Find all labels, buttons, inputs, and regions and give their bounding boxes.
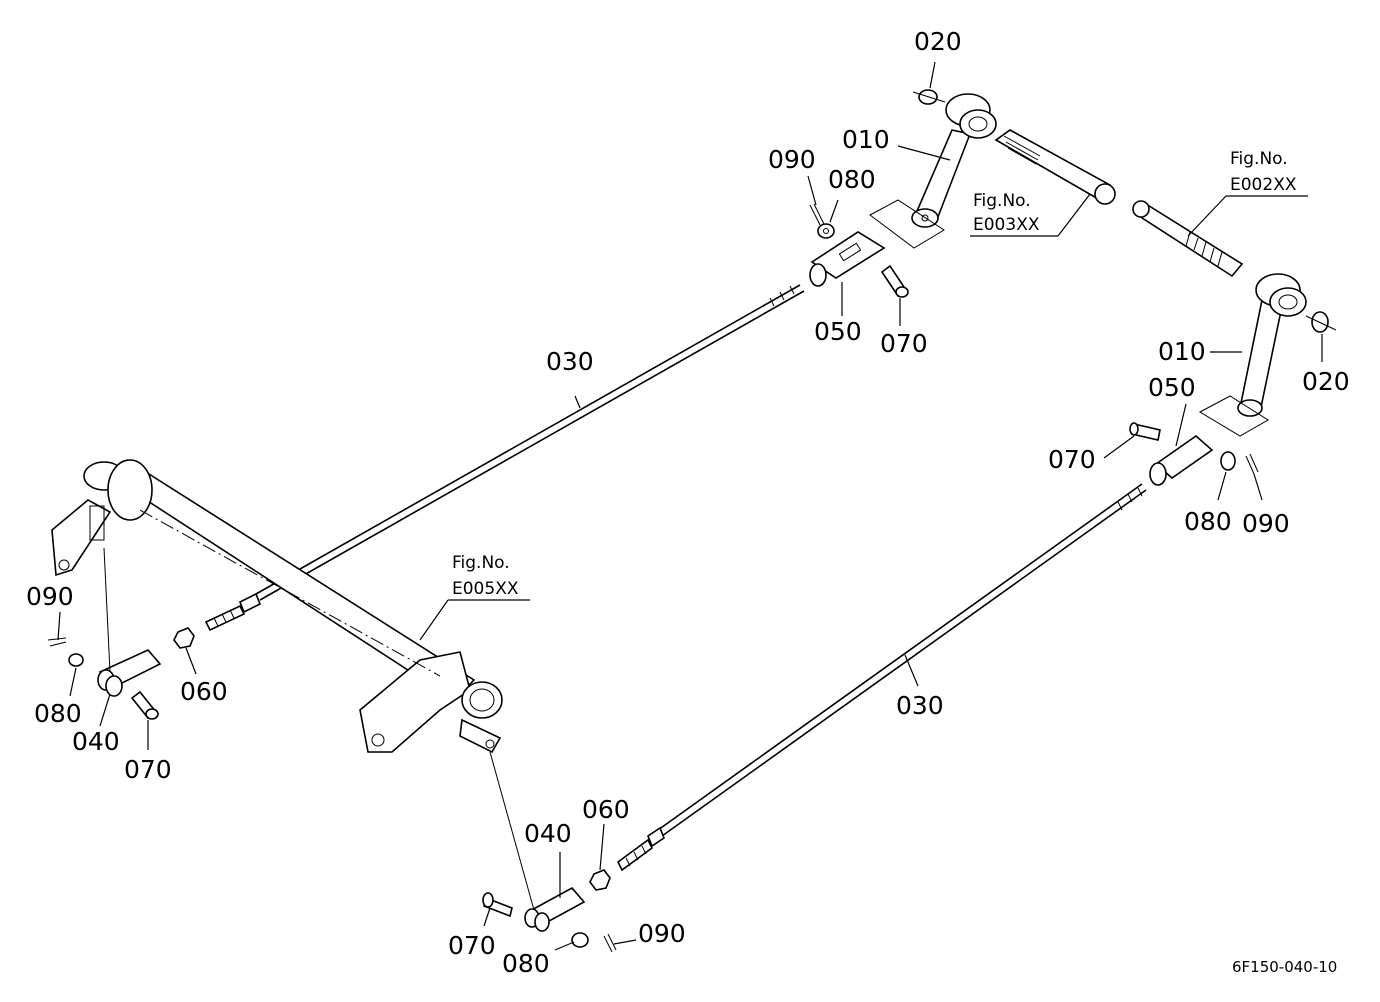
clevis-040-bottom <box>489 751 586 932</box>
figref-e005xx-title: Fig.No. <box>452 553 510 573</box>
label-030-upper: 030 <box>546 347 594 376</box>
label-080-left: 080 <box>34 699 82 728</box>
cotter-pin-090-right <box>1245 453 1259 475</box>
label-050-top: 050 <box>814 317 862 346</box>
label-010-top: 010 <box>842 125 890 154</box>
clevis-040-left <box>97 547 162 697</box>
nut-060-bottom <box>589 869 611 891</box>
nut-060-left <box>173 627 195 649</box>
pin-070-left <box>130 690 159 720</box>
figref-e005xx-code: E005XX <box>452 579 519 599</box>
rod-030-upper <box>204 284 805 632</box>
figref-e002xx-title: Fig.No. <box>1230 149 1288 169</box>
cotter-pin-090-left <box>47 637 67 647</box>
label-080-right: 080 <box>1184 507 1232 536</box>
label-040-bottom: 040 <box>524 819 572 848</box>
figref-e005xx: Fig.No. E005XX <box>419 553 530 641</box>
label-040-left: 040 <box>72 727 120 756</box>
washer-080-bottom <box>571 932 589 948</box>
lever-010-right <box>1237 273 1307 417</box>
pin-070-bottom <box>482 892 513 918</box>
label-070-top: 070 <box>880 329 928 358</box>
label-090-top: 090 <box>768 145 816 174</box>
figref-e002xx: Fig.No. E002XX <box>1187 149 1308 237</box>
washer-080-top <box>817 223 835 239</box>
label-070-bottom: 070 <box>448 931 496 960</box>
shaft-e003xx <box>994 129 1116 205</box>
label-030-lower: 030 <box>896 691 944 720</box>
label-020-top: 020 <box>914 27 962 56</box>
shaft-e002xx <box>1132 200 1244 278</box>
figref-e002xx-code: E002XX <box>1230 175 1297 195</box>
label-090-bottom: 090 <box>638 919 686 948</box>
label-010-right: 010 <box>1158 337 1206 366</box>
rod-030-lower <box>616 483 1147 872</box>
leader-lines <box>57 61 1323 951</box>
label-090-right: 090 <box>1242 509 1290 538</box>
snap-ring-020-right <box>1305 311 1337 333</box>
plate-right <box>1198 395 1269 437</box>
label-050-right: 050 <box>1148 373 1196 402</box>
lever-010-top <box>911 93 997 228</box>
clevis-050-right <box>1149 434 1214 486</box>
part-labels: 020 010 090 080 050 070 030 010 020 050 … <box>26 27 1350 978</box>
cross-shaft-e005xx <box>51 459 503 754</box>
clevis-050-top <box>809 231 886 287</box>
washer-080-left <box>68 653 84 667</box>
figref-e003xx-code: E003XX <box>973 215 1040 235</box>
label-020-right: 020 <box>1302 367 1350 396</box>
plate-top <box>869 199 945 249</box>
label-070-left: 070 <box>124 755 172 784</box>
cotter-pin-090-bottom <box>603 933 617 953</box>
label-080-bottom: 080 <box>502 949 550 978</box>
cotter-pin-090-top <box>809 203 825 226</box>
label-080-top: 080 <box>828 165 876 194</box>
pin-070-top <box>880 264 909 298</box>
washer-080-right <box>1220 451 1236 471</box>
pin-070-right <box>1129 422 1161 441</box>
figref-e003xx: Fig.No. E003XX <box>970 191 1091 237</box>
label-070-right: 070 <box>1048 445 1096 474</box>
figref-e003xx-title: Fig.No. <box>973 191 1031 211</box>
label-090-left: 090 <box>26 582 74 611</box>
diagram-code: 6F150-040-10 <box>1232 958 1337 976</box>
label-060-bottom: 060 <box>582 795 630 824</box>
snap-ring-020-top <box>912 89 946 105</box>
label-060-left: 060 <box>180 677 228 706</box>
